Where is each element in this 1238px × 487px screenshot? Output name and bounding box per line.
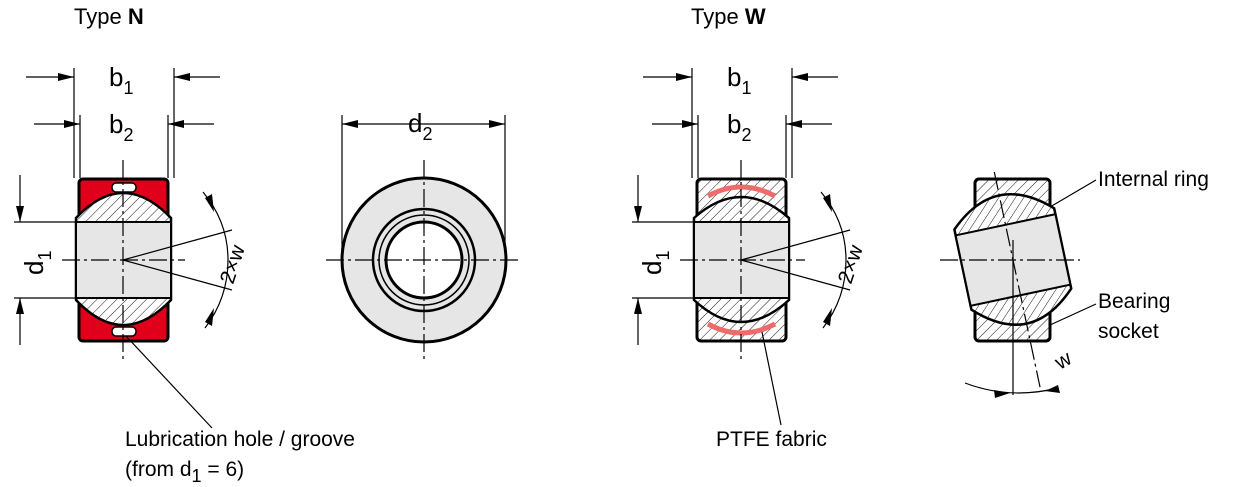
angle-2w-label: 2×w (216, 241, 250, 286)
lubrication-hole-top (111, 182, 137, 193)
b2-label: b2 (727, 109, 751, 145)
type-n-view: Type N b1 b2 d1 (14, 4, 355, 486)
lubrication-note: Lubrication hole / groove (125, 428, 355, 451)
angle-2w-label: 2×w (834, 241, 868, 286)
internal-ring-leader (1049, 179, 1097, 208)
internal-ring-label: Internal ring (1098, 168, 1209, 191)
d1-label: d1 (637, 251, 673, 275)
ptfe-leader (761, 331, 782, 426)
ptfe-note: PTFE fabric (716, 428, 827, 451)
end-view: d2 (326, 108, 522, 362)
d1-label: d1 (19, 251, 55, 275)
angle-w-label: w (1050, 346, 1076, 374)
ptfe-liner-top (706, 184, 777, 199)
bearing-socket-label: Bearing (1098, 290, 1170, 313)
d2-label: d2 (408, 108, 432, 144)
lubrication-leader (125, 335, 213, 429)
lubrication-hole-bottom (111, 326, 137, 337)
type-n-title: Type N (74, 4, 144, 29)
ptfe-liner-bottom (706, 321, 777, 336)
tilted-view: w Internal ring Bearing socket (940, 168, 1209, 398)
b1-label: b1 (109, 62, 133, 98)
type-w-view: Type W b1 b2 d1 (632, 4, 868, 451)
b2-label: b2 (109, 109, 133, 145)
bearing-socket-label-2: socket (1098, 320, 1159, 343)
type-w-title: Type W (691, 4, 766, 29)
bearing-socket-leader (1049, 303, 1097, 326)
b1-label: b1 (727, 62, 751, 98)
lubrication-note-condition: (from d1 = 6) (125, 458, 244, 486)
